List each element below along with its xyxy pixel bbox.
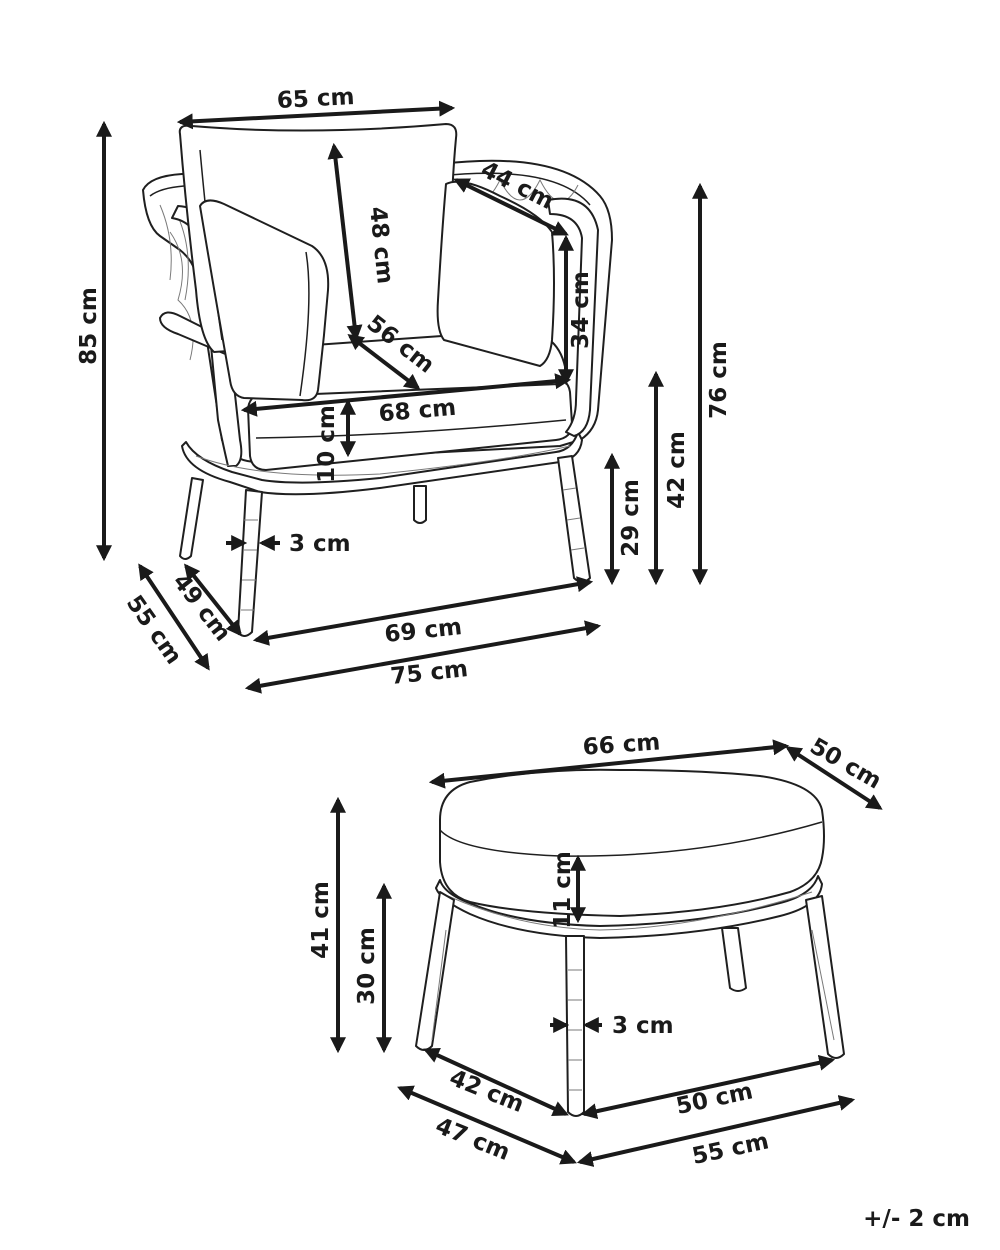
arrow-ottoman-total-depth	[397, 1085, 577, 1165]
label-armchair-leg-diameter: 3 cm	[289, 531, 351, 557]
arrow-armchair-total-width	[244, 620, 602, 694]
arrow-ottoman-top-width	[428, 739, 790, 789]
arrow-armchair-back-cushion-height	[327, 142, 363, 342]
arrow-ottoman-total-width	[576, 1095, 856, 1167]
label-armchair-total-height: 85 cm	[76, 287, 102, 365]
tolerance-note: +/- 2 cm	[863, 1206, 970, 1232]
label-armchair-seat-height: 42 cm	[664, 431, 690, 509]
label-armchair-width-top: 65 cm	[276, 84, 355, 114]
arrow-ottoman-top-depth	[785, 746, 883, 810]
armchair-back-right-leg	[413, 485, 427, 524]
ottoman-front-leg	[565, 935, 585, 1117]
arrow-armchair-seat-width	[240, 373, 572, 417]
ottoman-right-leg	[805, 895, 845, 1059]
ottoman-back-leg	[721, 927, 747, 992]
label-armchair-total-depth: 55 cm	[121, 591, 187, 669]
label-armchair-armrest-height: 34 cm	[568, 271, 594, 349]
label-armchair-frame-height: 29 cm	[618, 479, 644, 557]
label-armchair-cushion-thickness: 10 cm	[314, 405, 340, 483]
armchair-front-left-leg	[237, 489, 263, 637]
ottoman-dimension-arrows	[330, 739, 883, 1167]
label-armchair-leg-depth: 49 cm	[167, 569, 235, 646]
ottoman-drawing	[415, 768, 845, 1117]
armchair-right-arm	[547, 197, 599, 437]
armchair-back-left-leg	[179, 477, 204, 560]
label-ottoman-frame-height: 30 cm	[354, 927, 380, 1005]
armchair-dimension-arrows	[96, 100, 708, 694]
armchair-left-cushion	[199, 199, 330, 402]
arrow-armchair-width-top	[176, 100, 456, 130]
label-armchair-back-height: 76 cm	[706, 341, 732, 419]
ottoman-cushion	[439, 768, 825, 917]
label-ottoman-total-height: 41 cm	[308, 881, 334, 959]
label-ottoman-leg-depth: 42 cm	[446, 1065, 528, 1118]
ottoman-left-leg	[415, 891, 455, 1051]
label-ottoman-cushion-thickness: 11 cm	[550, 851, 576, 929]
arrow-armchair-total-depth	[138, 563, 210, 671]
label-ottoman-leg-diameter: 3 cm	[612, 1013, 674, 1039]
label-armchair-leg-width: 69 cm	[383, 614, 463, 648]
arrow-armchair-armrest-depth	[453, 178, 569, 236]
label-ottoman-top-width: 66 cm	[582, 729, 661, 760]
